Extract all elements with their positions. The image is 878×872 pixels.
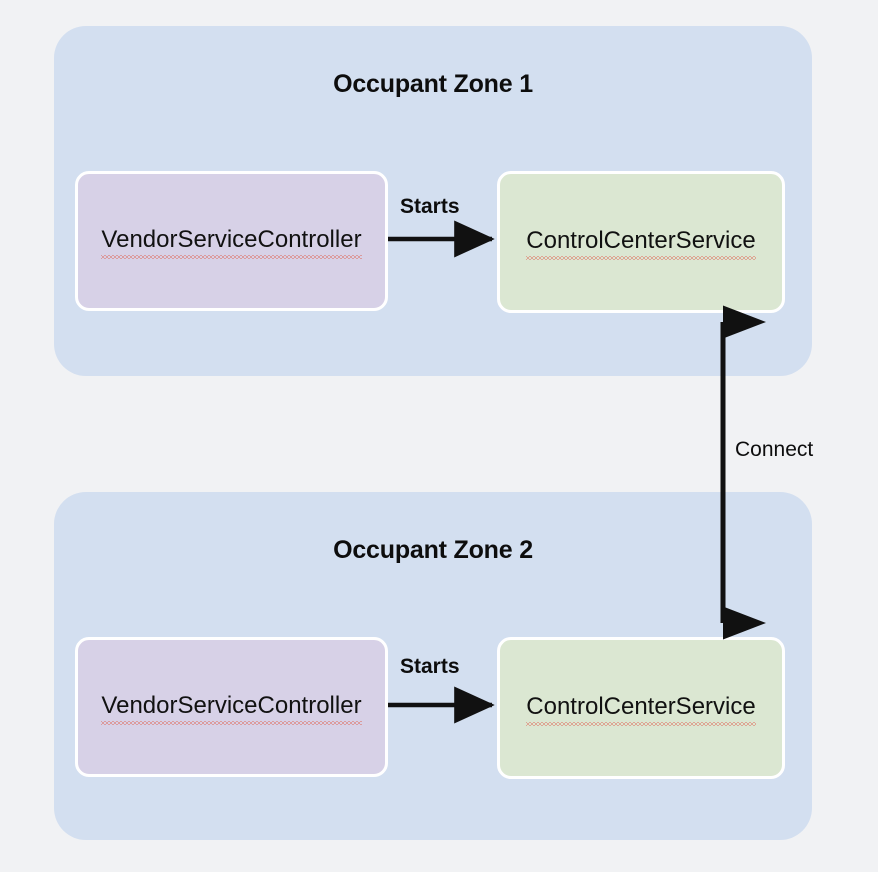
node-vendor-service-controller-zone-1[interactable]: VendorServiceController	[75, 171, 388, 311]
edge-label-connect: Connect	[735, 438, 814, 461]
edge-label-starts-zone-1: Starts	[400, 195, 460, 218]
node-control-center-service-zone-1[interactable]: ControlCenterService	[497, 171, 785, 313]
occupant-zone-2-title: Occupant Zone 2	[333, 536, 533, 564]
occupant-zone-1-title: Occupant Zone 1	[333, 70, 533, 98]
node-label: VendorServiceController	[101, 692, 362, 725]
node-label: ControlCenterService	[526, 693, 757, 726]
node-vendor-service-controller-zone-2[interactable]: VendorServiceController	[75, 637, 388, 777]
node-control-center-service-zone-2[interactable]: ControlCenterService	[497, 637, 785, 779]
edge-label-starts-zone-2: Starts	[400, 655, 460, 678]
node-label: ControlCenterService	[526, 227, 757, 260]
node-label: VendorServiceController	[101, 226, 362, 259]
